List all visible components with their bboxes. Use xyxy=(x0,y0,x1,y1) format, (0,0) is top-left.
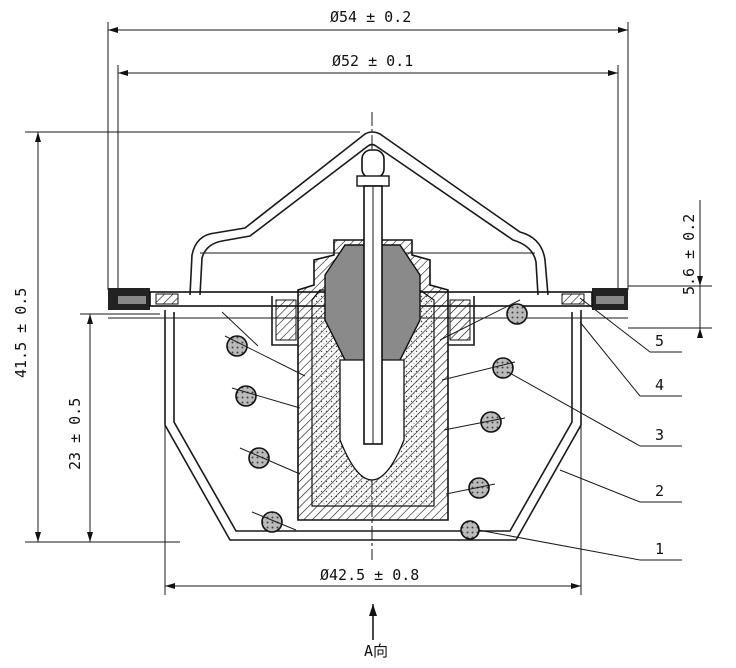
leader-lines xyxy=(477,297,682,561)
dim-dia-inner-text: Ø52 ± 0.1 xyxy=(332,52,413,70)
part-label-2: 2 xyxy=(655,482,664,500)
dim-height-lower: 23 ± 0.5 xyxy=(66,313,160,542)
dim-flange-thickness-text: 5.6 ± 0.2 xyxy=(680,214,698,295)
dim-dia-inner: Ø52 ± 0.1 xyxy=(117,52,619,290)
view-arrow: A向 xyxy=(364,604,388,660)
part-labels: 5 4 3 2 1 xyxy=(655,332,664,558)
part-label-3: 3 xyxy=(655,426,664,444)
dim-dia-outer-text: Ø54 ± 0.2 xyxy=(330,8,411,26)
dim-dia-outer: Ø54 ± 0.2 xyxy=(107,8,629,290)
dim-flange-thickness: 5.6 ± 0.2 xyxy=(628,200,712,338)
dim-height-total: 41.5 ± 0.5 xyxy=(12,131,360,543)
part-label-1: 1 xyxy=(655,540,664,558)
dim-dia-bottom-text: Ø42.5 ± 0.8 xyxy=(320,566,419,584)
lower-cage xyxy=(164,310,582,541)
part-label-4: 4 xyxy=(655,376,664,394)
spring xyxy=(221,299,528,540)
arrow-up-icon xyxy=(369,604,377,616)
push-rod xyxy=(356,149,390,445)
dim-height-lower-text: 23 ± 0.5 xyxy=(66,398,84,470)
view-label: A向 xyxy=(364,642,388,660)
part-label-5: 5 xyxy=(655,332,664,350)
flange xyxy=(108,288,628,319)
dim-height-total-text: 41.5 ± 0.5 xyxy=(12,288,30,378)
